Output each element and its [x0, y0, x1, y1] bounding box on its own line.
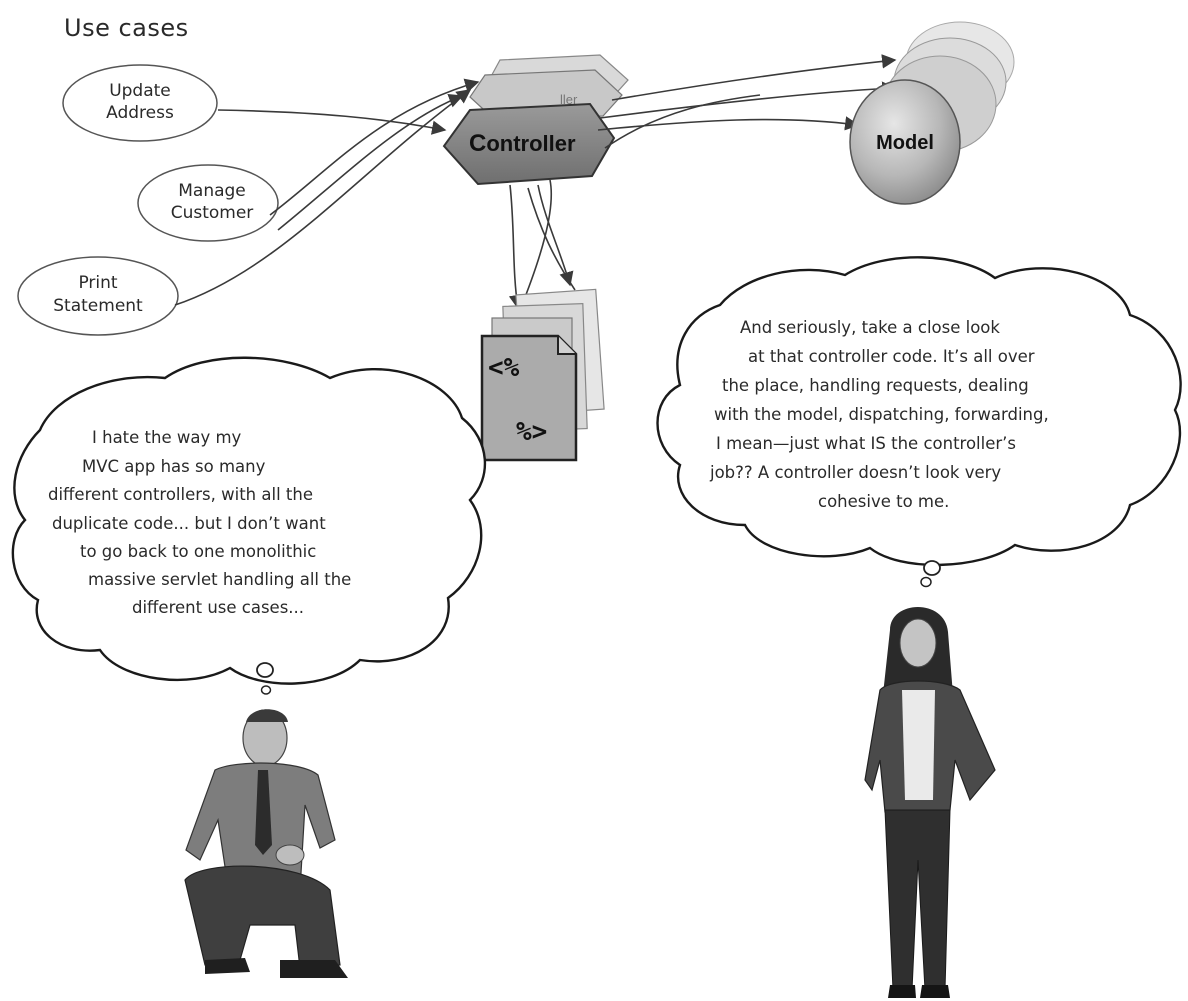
controller-node: Controller — [444, 104, 614, 184]
thought-left-line: different use cases... — [132, 598, 304, 617]
thought-right-line: with the model, dispatching, forwarding, — [714, 405, 1049, 424]
thought-right-line: the place, handling requests, dealing — [722, 376, 1029, 395]
jsp-open-tag: <% — [488, 353, 520, 383]
view-arrows — [510, 180, 575, 310]
use-case-label: Update — [109, 81, 171, 101]
use-case-manage-customer: Manage Customer — [138, 165, 278, 241]
use-case-label: Print — [78, 273, 117, 293]
thought-left-line: different controllers, with all the — [48, 485, 313, 504]
man-figure-image — [185, 709, 348, 978]
thought-left-line: MVC app has so many — [82, 457, 266, 476]
thought-right-line: cohesive to me. — [818, 492, 949, 511]
thought-right-line: at that controller code. It’s all over — [748, 347, 1035, 366]
use-case-label: Statement — [53, 296, 143, 316]
thought-left-line: duplicate code... but I don’t want — [52, 514, 326, 533]
thought-right-line: I mean—just what IS the controller’s — [716, 434, 1016, 453]
use-case-label: Address — [106, 103, 174, 123]
model-node: Model — [850, 80, 960, 204]
controller-label: Controller — [469, 130, 576, 157]
use-case-update-address: Update Address — [63, 65, 217, 141]
thought-left-line: to go back to one monolithic — [80, 542, 316, 561]
jsp-view: <% %> — [482, 336, 576, 460]
page-title: Use cases — [64, 14, 189, 42]
thought-right-line: And seriously, take a close look — [740, 318, 1000, 337]
woman-figure-image — [865, 607, 995, 998]
use-case-print-statement: Print Statement — [18, 257, 178, 335]
thought-left-line: I hate the way my — [92, 428, 242, 447]
jsp-close-tag: %> — [516, 417, 547, 447]
model-label: Model — [876, 132, 934, 154]
thought-bubble-left: I hate the way my MVC app has so many di… — [13, 358, 485, 694]
thought-bubble-right: And seriously, take a close look at that… — [658, 257, 1181, 586]
use-case-label: Manage — [178, 181, 246, 201]
thought-left-line: massive servlet handling all the — [88, 570, 351, 589]
use-case-label: Customer — [171, 203, 254, 223]
thought-right-line: job?? A controller doesn’t look very — [709, 463, 1001, 482]
